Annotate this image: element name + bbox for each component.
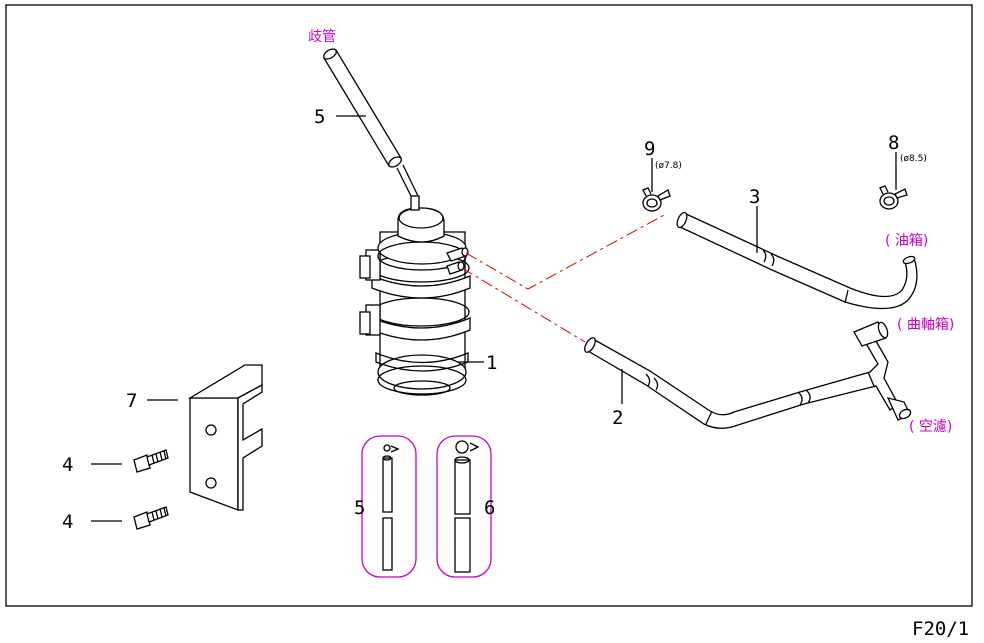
hose-3-fuel-tank <box>676 211 918 310</box>
callout-3: 3 <box>749 186 760 208</box>
page-reference: F20/1 <box>912 618 969 640</box>
bolt-4-lower <box>133 506 169 530</box>
callout-6: 6 <box>484 497 495 519</box>
clamp-8 <box>879 185 908 210</box>
centerline-to-hose-3 <box>465 213 667 290</box>
label-manifold: 歧管 <box>308 29 336 45</box>
bolt-4-upper <box>133 449 169 473</box>
callout-5-kit: 5 <box>354 497 365 519</box>
hose-kit-5 <box>361 435 417 578</box>
hose-5-manifold <box>323 48 419 201</box>
clamp-9 <box>642 187 671 212</box>
callout-2: 2 <box>612 407 623 429</box>
diagram-frame <box>5 4 973 607</box>
bracket-7 <box>187 364 263 511</box>
canister-1 <box>359 195 471 396</box>
callout-5-top: 5 <box>314 106 325 128</box>
size-9: (ø7.8) <box>655 161 682 171</box>
centerline-to-hose-2 <box>461 267 586 343</box>
callout-4-upper: 4 <box>62 454 73 476</box>
size-8: (ø8.5) <box>900 154 927 164</box>
hose-2-air-filter <box>584 321 912 429</box>
callout-9: 9 <box>644 138 655 160</box>
label-air-filter: ( 空濾) <box>909 419 952 435</box>
label-fuel-tank: ( 油箱) <box>885 233 928 249</box>
label-crankcase: ( 曲軸箱) <box>897 317 954 333</box>
callout-1: 1 <box>486 352 497 374</box>
hose-kit-6 <box>436 435 492 578</box>
callout-4-lower: 4 <box>62 511 73 533</box>
callout-7: 7 <box>126 390 137 412</box>
callout-8: 8 <box>888 132 899 154</box>
